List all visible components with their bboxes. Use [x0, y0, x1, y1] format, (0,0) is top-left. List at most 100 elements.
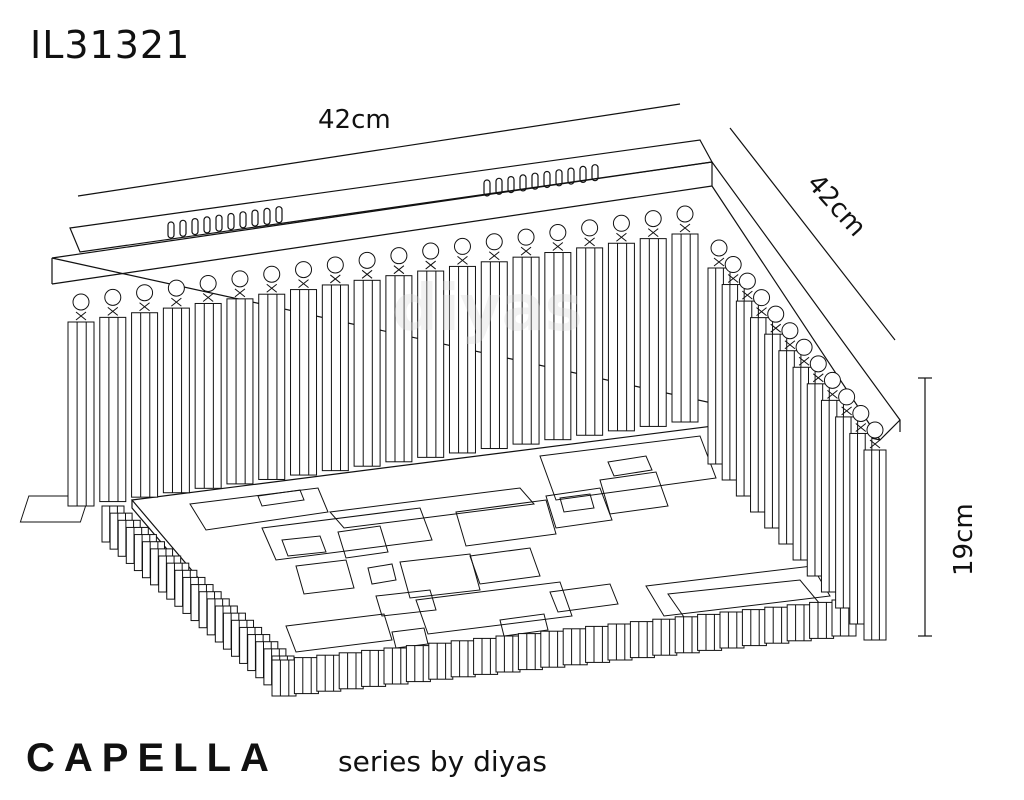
vent-slot: [519, 174, 527, 192]
crystal-rod: [576, 247, 604, 436]
series-name: CAPELLA: [26, 736, 278, 780]
crystal-rod: [293, 657, 319, 695]
crystal-rod: [353, 279, 381, 467]
crystal-ball: [104, 288, 122, 306]
vent-slot: [483, 179, 491, 197]
crystal-rod: [629, 621, 655, 659]
vent-slot: [227, 212, 235, 231]
rod-hook: [827, 389, 838, 399]
rod-hook: [855, 423, 867, 432]
rod-hook: [330, 274, 341, 284]
vent-slot: [251, 209, 259, 227]
crystal-rod: [448, 265, 476, 454]
crystal-rod: [385, 275, 413, 463]
series-by-label: series by diyas: [338, 745, 547, 778]
crystal-rod: [741, 609, 767, 647]
crystal-rod: [697, 613, 723, 651]
vent-slot: [191, 218, 199, 236]
crystal-rod: [495, 635, 521, 673]
rod-hook: [841, 406, 852, 416]
crystal-rod: [674, 616, 700, 654]
crystal-rod: [786, 604, 812, 642]
crystal-rod: [585, 625, 611, 663]
rod-hook: [713, 257, 725, 267]
rod-hook: [361, 269, 373, 279]
crystal-rod: [809, 601, 835, 639]
crystal-rod: [607, 242, 635, 432]
crystal-rod: [271, 659, 297, 697]
vent-slot: [495, 177, 503, 195]
rod-hook: [139, 302, 150, 312]
crystal-ball: [738, 272, 756, 290]
crystal-rod: [361, 649, 387, 687]
crystal-ball: [199, 274, 217, 292]
crystal-rod: [517, 633, 543, 671]
vent-slot: [179, 219, 187, 237]
crystal-rod: [321, 284, 349, 472]
crystal-ball: [838, 388, 856, 406]
crystal-ball: [358, 251, 376, 269]
rod-hook: [770, 323, 782, 333]
crystal-ball: [167, 279, 185, 297]
rod-hook: [869, 439, 881, 449]
crystal-ball: [866, 421, 884, 439]
vent-slots-right: [483, 164, 599, 197]
crystal-rod: [863, 449, 887, 641]
crystal-rods-front: [67, 205, 699, 507]
crystal-ball: [453, 237, 471, 255]
rod-hook: [727, 274, 739, 283]
crystal-ball: [852, 404, 870, 422]
rod-hook: [742, 290, 753, 300]
rod-hook: [488, 251, 500, 261]
crystal-rod: [131, 312, 159, 498]
rod-hook: [202, 293, 214, 302]
crystal-rod: [338, 652, 364, 690]
geometric-pattern: [19, 435, 831, 653]
rod-hook: [616, 232, 627, 242]
rod-hook: [812, 373, 824, 383]
rod-hook: [647, 228, 659, 238]
crystal-ball: [612, 214, 630, 232]
depth-label: 42cm: [801, 169, 872, 243]
crystal-rod: [383, 647, 409, 685]
crystal-rod: [544, 252, 572, 441]
rod-hook: [425, 260, 436, 270]
vent-slot: [579, 165, 587, 183]
vent-slot: [263, 207, 271, 225]
crystal-rod: [316, 654, 342, 692]
product-code: IL31321: [30, 23, 191, 67]
crystal-ball: [295, 261, 313, 279]
vent-slot: [531, 172, 539, 190]
rod-hook: [584, 237, 595, 247]
crystal-ball: [795, 338, 813, 356]
crystal-rod: [162, 307, 190, 494]
crystal-rod: [540, 630, 566, 668]
crystal-ball: [809, 355, 827, 373]
width-dimension-line: [77, 103, 681, 197]
width-label: 42cm: [318, 105, 391, 135]
crystal-rod: [719, 611, 745, 649]
rod-hook: [266, 283, 278, 293]
vent-slot: [203, 216, 211, 234]
rod-hook: [234, 288, 246, 298]
crystal-rod: [417, 270, 445, 458]
rod-hook: [107, 306, 119, 316]
crystal-ball: [136, 284, 154, 302]
vent-slots-left: [167, 206, 283, 239]
vent-slot: [239, 211, 247, 229]
vent-slot: [275, 206, 283, 224]
crystal-rod: [671, 233, 699, 423]
crystal-rod: [607, 623, 633, 661]
rod-hook: [784, 340, 796, 350]
crystal-ball: [753, 289, 771, 307]
rod-hook: [393, 265, 405, 275]
crystal-ball: [676, 205, 694, 223]
crystal-rod: [639, 238, 667, 427]
crystal-rod: [405, 645, 431, 683]
crystal-rod: [226, 298, 254, 485]
crystal-rod: [480, 261, 508, 450]
crystal-rod: [450, 640, 476, 678]
crystal-ball: [581, 219, 599, 237]
crystal-ball: [326, 256, 344, 274]
